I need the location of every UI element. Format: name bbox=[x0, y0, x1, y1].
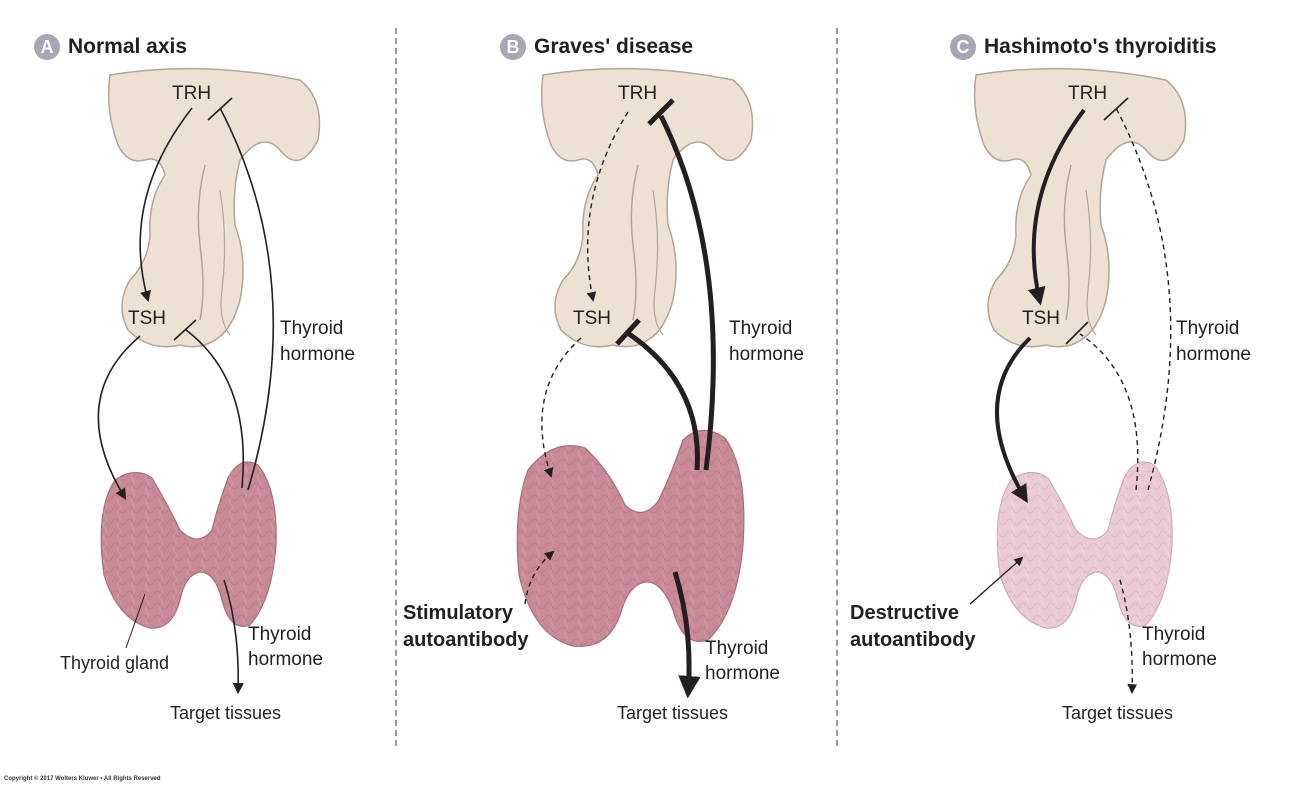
hypothalamus-shape bbox=[107, 67, 321, 348]
target-tissues-label: Target tissues bbox=[617, 703, 729, 723]
copyright-notice: Copyright © 2017 Wolters Kluwer • All Ri… bbox=[4, 776, 161, 782]
feedback-hormone-label-line2: hormone bbox=[1176, 344, 1251, 365]
thyroid-gland-pointer bbox=[125, 593, 146, 649]
strong-feedback-to-trh-line bbox=[658, 114, 716, 471]
feedback-tsh-inhibit-bar bbox=[173, 319, 197, 341]
weak-hormone-output-arrow bbox=[1119, 579, 1138, 694]
trh-to-tsh-arrow bbox=[139, 107, 193, 303]
tsh-label: TSH bbox=[1022, 308, 1060, 329]
panel-b-header: B Graves' disease bbox=[500, 34, 693, 60]
panel-c-header: C Hashimoto's thyroiditis bbox=[950, 34, 1217, 60]
strong-hormone-output-arrow bbox=[672, 571, 701, 699]
feedback-to-tsh-line bbox=[185, 329, 245, 489]
weak-feedback-to-tsh-line bbox=[1079, 333, 1139, 491]
panel-divider-right bbox=[836, 28, 838, 746]
hypothalamus-shape bbox=[973, 67, 1187, 348]
feedback-to-trh-line bbox=[219, 107, 275, 491]
output-hormone-label-line2: hormone bbox=[1142, 649, 1217, 670]
panel-c-title: Hashimoto's thyroiditis bbox=[984, 35, 1217, 58]
enlarged-thyroid-texture bbox=[517, 430, 744, 647]
feedback-hormone-label-line2: hormone bbox=[280, 344, 355, 365]
target-tissues-label: Target tissues bbox=[1062, 703, 1174, 723]
hashimotos-illustration bbox=[969, 67, 1187, 694]
trh-label: TRH bbox=[618, 83, 658, 104]
destructive-antibody-label-line1: Destructive bbox=[850, 602, 959, 624]
panel-b-badge: B bbox=[500, 34, 526, 60]
hormone-output-arrow bbox=[223, 579, 244, 695]
strong-tsh-to-thyroid-arrow bbox=[995, 336, 1032, 504]
panel-graves-disease: B Graves' disease TRH TSH Thyroid hormon… bbox=[403, 0, 866, 760]
output-hormone-label-line2: hormone bbox=[705, 663, 780, 684]
graves-disease-illustration bbox=[516, 67, 754, 699]
panel-b-title: Graves' disease bbox=[534, 35, 694, 58]
normal-axis-illustration bbox=[97, 67, 321, 695]
feedback-trh-inhibit-bar bbox=[207, 97, 233, 121]
strong-feedback-tsh-inhibit-bar bbox=[615, 318, 641, 346]
thyroid-gland-label: Thyroid gland bbox=[60, 653, 170, 673]
thyroid-gland-texture bbox=[101, 461, 277, 629]
feedback-hormone-label-line2: hormone bbox=[729, 344, 804, 365]
panel-hashimotos-thyroiditis: C Hashimoto's thyroiditis TRH TSH Thyroi… bbox=[850, 0, 1299, 760]
panel-c-badge: C bbox=[950, 34, 976, 60]
destructive-antibody-label-line2: autoantibody bbox=[850, 629, 976, 651]
tsh-label: TSH bbox=[573, 308, 611, 329]
output-hormone-label-line1: Thyroid bbox=[1142, 624, 1206, 645]
output-hormone-label-line1: Thyroid bbox=[248, 624, 312, 645]
strong-trh-to-tsh-arrow bbox=[1027, 108, 1086, 306]
tsh-to-thyroid-dashed-arrow bbox=[541, 337, 582, 478]
pituitary-lobe-outline bbox=[652, 189, 664, 336]
panel-normal-axis: A Normal axis TRH TSH Thyroid hormone Th… bbox=[0, 0, 433, 760]
output-hormone-label-line1: Thyroid bbox=[705, 638, 769, 659]
weak-feedback-tsh-inhibit-bar bbox=[1065, 321, 1089, 345]
pituitary-stalk-outline bbox=[630, 164, 639, 321]
target-tissues-label: Target tissues bbox=[170, 703, 282, 723]
stimulatory-antibody-label-line2: autoantibody bbox=[403, 629, 529, 651]
stimulatory-antibody-pointer bbox=[524, 550, 555, 605]
weak-feedback-trh-inhibit-bar bbox=[1103, 97, 1129, 121]
panel-a-title: Normal axis bbox=[68, 35, 188, 58]
stimulatory-antibody-label-line1: Stimulatory bbox=[403, 602, 514, 624]
panel-a-header: A Normal axis bbox=[34, 34, 187, 60]
hypothalamus-shape bbox=[540, 67, 754, 348]
damaged-thyroid-texture bbox=[997, 461, 1173, 629]
weak-feedback-to-trh-line bbox=[1115, 107, 1172, 491]
trh-label: TRH bbox=[1068, 83, 1108, 104]
pituitary-lobe-outline bbox=[1085, 189, 1097, 336]
panel-a-badge: A bbox=[34, 34, 60, 60]
feedback-hormone-label-line1: Thyroid bbox=[729, 318, 793, 339]
feedback-hormone-label-line1: Thyroid bbox=[1176, 318, 1240, 339]
tsh-to-thyroid-arrow bbox=[97, 335, 141, 500]
feedback-hormone-label-line1: Thyroid bbox=[280, 318, 344, 339]
strong-feedback-trh-inhibit-bar bbox=[647, 98, 675, 126]
panel-divider-left bbox=[395, 28, 397, 746]
tsh-label: TSH bbox=[128, 308, 166, 329]
destructive-antibody-pointer bbox=[969, 556, 1024, 605]
pituitary-stalk-outline bbox=[1063, 164, 1072, 321]
trh-label: TRH bbox=[172, 83, 212, 104]
output-hormone-label-line2: hormone bbox=[248, 649, 323, 670]
pituitary-stalk-outline bbox=[197, 164, 206, 321]
pituitary-lobe-outline bbox=[219, 189, 231, 336]
strong-feedback-to-tsh-line bbox=[627, 331, 700, 471]
trh-to-tsh-dashed-arrow bbox=[586, 111, 629, 302]
